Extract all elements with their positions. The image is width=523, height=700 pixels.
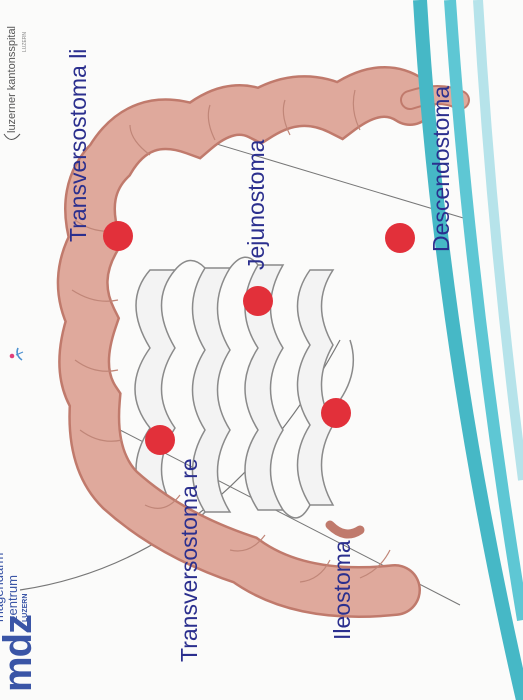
stoma-marker-descendostoma [385,223,415,253]
stoma-marker-ileostoma [321,398,351,428]
stoma-marker-jejunostoma [243,286,273,316]
label-transversostoma-re: Transversostoma re [178,458,201,662]
label-descendostoma: Descendostoma [430,86,453,252]
stoma-marker-transversostoma-li [103,221,133,251]
stoma-marker-transversostoma-re [145,425,175,455]
label-jejunostoma: Jejunostoma [245,140,268,270]
label-ileostoma: Ileostoma [331,540,354,640]
label-transversostoma-li: Transversostoma li [67,49,90,242]
